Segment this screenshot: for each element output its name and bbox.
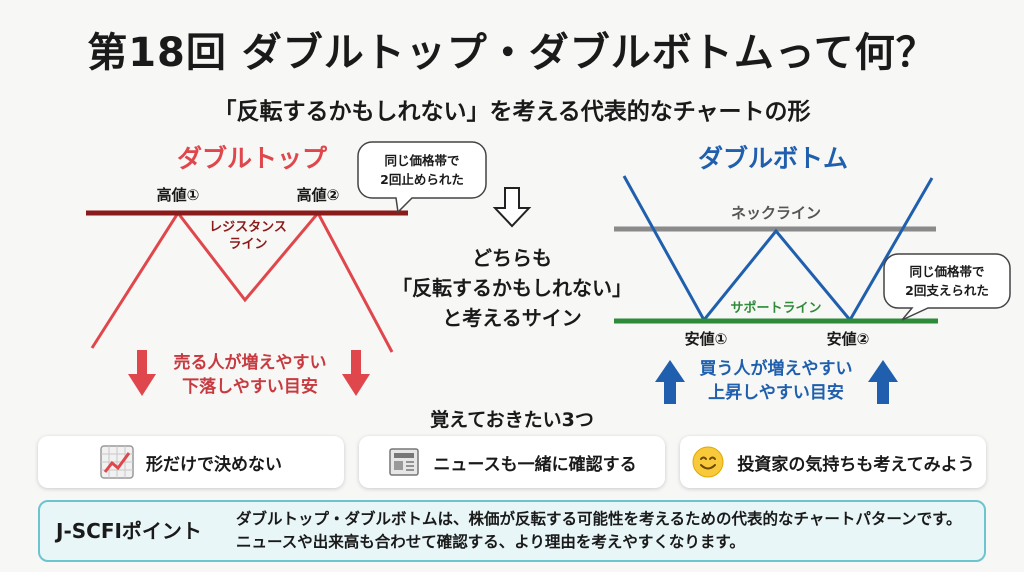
arrow-up-icon (868, 360, 898, 404)
resistance-line-label: レジスタンス (209, 220, 287, 235)
double-top-high1-label: 高値① (157, 186, 200, 204)
chart-icon (100, 445, 134, 479)
arrow-down-icon (342, 350, 370, 396)
arrow-up-icon (655, 360, 685, 404)
double-top-note: 売る人が増えやすい (174, 352, 327, 373)
double-bottom-note: 買う人が増えやすい (700, 358, 853, 379)
double-top-bubble-text: 同じ価格帯で (384, 153, 459, 168)
double-top-speech-bubble (357, 141, 487, 214)
page-title: 第18回 ダブルトップ・ダブルボトムって何？ (87, 30, 937, 76)
double-top-high2-label: 高値② (297, 186, 340, 204)
double-top-bubble-text: 2回止められた (380, 172, 464, 187)
tip-label: 形だけで決めない (146, 454, 282, 475)
tip-card: 形だけで決めない (38, 436, 344, 488)
smile-icon (691, 445, 725, 479)
newspaper-icon (387, 445, 421, 479)
tip-card: 投資家の気持ちも考えてみよう (680, 436, 986, 488)
double-bottom-price-line (622, 175, 934, 323)
double-top-note: 下落しやすい目安 (182, 376, 318, 397)
support-line-label: サポートライン (730, 300, 821, 316)
double-bottom-bubble-text: 2回支えられた (905, 283, 989, 298)
page-subtitle: 「反転するかもしれない」を考える代表的なチャートの形 (213, 99, 811, 125)
center-message: どちらも (472, 246, 552, 270)
double-bottom-note: 上昇しやすい目安 (708, 382, 844, 403)
neckline-label: ネックライン (731, 204, 821, 222)
point-box: J-SCFIポイント ダブルトップ・ダブルボトムは、株価が反転する可能性を考える… (38, 500, 986, 562)
tips-heading: 覚えておきたい3つ (430, 409, 594, 431)
tip-card: ニュースも一緒に確認する (359, 436, 665, 488)
arrow-down-icon (128, 350, 156, 396)
tip-label: ニュースも一緒に確認する (433, 454, 637, 475)
double-bottom-heading: ダブルボトム (698, 144, 848, 173)
double-top-heading: ダブルトップ (177, 144, 328, 173)
center-down-arrow-icon (492, 187, 532, 228)
point-label: J-SCFIポイント (56, 519, 202, 543)
point-text: ダブルトップ・ダブルボトムは、株価が反転する可能性を考えるための代表的なチャート… (236, 510, 962, 551)
resistance-line-label: ライン (228, 237, 267, 252)
center-message: と考えるサイン (442, 306, 582, 330)
center-message: 「反転するかもしれない」 (392, 276, 632, 300)
double-bottom-bubble-text: 同じ価格帯で (909, 264, 984, 279)
tip-label: 投資家の気持ちも考えてみよう (737, 454, 975, 475)
double-top-price-line (90, 210, 394, 353)
double-bottom-speech-bubble (883, 253, 1011, 321)
double-bottom-low2-label: 安値② (827, 330, 870, 348)
double-bottom-low1-label: 安値① (685, 330, 728, 348)
